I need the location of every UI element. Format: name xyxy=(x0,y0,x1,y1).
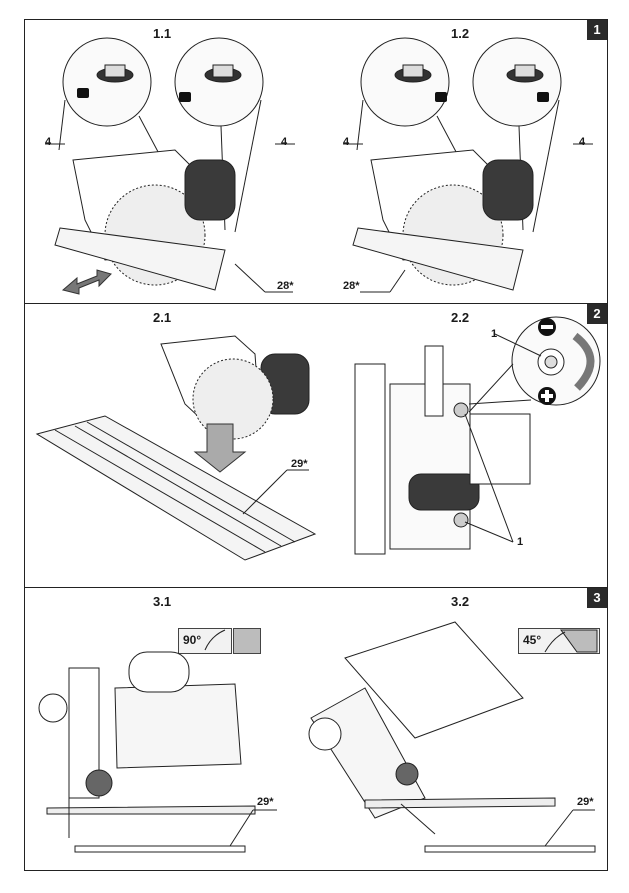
callout-4: 4 xyxy=(579,136,586,148)
unlocked-padlock-icon xyxy=(77,88,89,98)
panel-1: 1 1.1 1.2 xyxy=(24,19,608,304)
callout-29: 29* xyxy=(577,796,594,808)
panel-2: 2 2.1 2.2 xyxy=(24,303,608,588)
rotate-arrows-icon xyxy=(572,332,595,391)
double-arrow-icon xyxy=(61,269,112,295)
panel-3: 3 3.1 3.2 90° 45° xyxy=(24,587,608,871)
callout-1: 1 xyxy=(491,328,498,340)
figure-title-1-1: 1.1 xyxy=(153,26,172,41)
down-arrow-icon xyxy=(193,423,247,473)
callout-28: 28* xyxy=(343,280,360,292)
figure-title-3-1: 3.1 xyxy=(153,594,172,609)
panel-number-badge: 2 xyxy=(587,304,607,324)
panel-3-illustration xyxy=(38,621,598,853)
locked-padlock-icon xyxy=(435,92,447,102)
callout-29: 29* xyxy=(257,796,274,808)
panel-number-badge: 3 xyxy=(587,588,607,608)
figure-title-3-2: 3.2 xyxy=(451,594,470,609)
panel-number-badge: 1 xyxy=(587,20,607,40)
panel-2-illustration xyxy=(35,316,601,561)
callout-29: 29* xyxy=(291,458,308,470)
locked-padlock-icon xyxy=(537,92,549,102)
panel-1-illustration xyxy=(45,37,593,295)
callout-28: 28* xyxy=(277,280,294,292)
angle-sample-square xyxy=(233,628,261,654)
figure-title-1-2: 1.2 xyxy=(451,26,470,41)
figure-title-2-1: 2.1 xyxy=(153,310,172,325)
unlocked-padlock-icon xyxy=(179,92,191,102)
callout-4: 4 xyxy=(343,136,350,148)
callout-4: 4 xyxy=(45,136,52,148)
figure-title-2-2: 2.2 xyxy=(451,310,470,325)
callout-1: 1 xyxy=(517,536,524,548)
callout-4: 4 xyxy=(281,136,288,148)
